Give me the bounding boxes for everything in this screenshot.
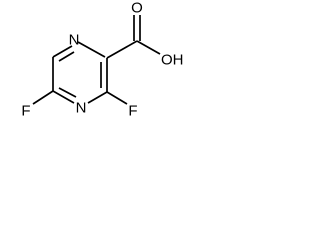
atom-n2: N [76, 100, 87, 117]
bond-n1-c2 [77, 41, 106, 58]
molecule-structure: N N F F O OH [21, 0, 183, 120]
atom-o-carbonyl: O [131, 0, 143, 17]
atom-f-right: F [128, 103, 137, 120]
bond-c-oh [136, 40, 161, 55]
bond-c6-n1 [52, 45, 73, 58]
bond-c5-f [32, 90, 54, 105]
bond-n4-c5 [52, 90, 75, 104]
substituent-bonds [32, 15, 161, 105]
bond-n4-c5-inner [58, 87, 77, 98]
bond-c3-f [106, 91, 128, 105]
bond-c2-carboxyl [106, 40, 138, 59]
bond-c6-n1-inner [58, 51, 75, 62]
atom-oh: OH [161, 52, 184, 69]
ring-bonds [52, 41, 108, 104]
atom-labels: N N F F O OH [21, 0, 183, 120]
bond-c3-n4 [87, 91, 108, 104]
atom-f-left: F [21, 103, 30, 120]
atom-n1: N [69, 32, 80, 49]
